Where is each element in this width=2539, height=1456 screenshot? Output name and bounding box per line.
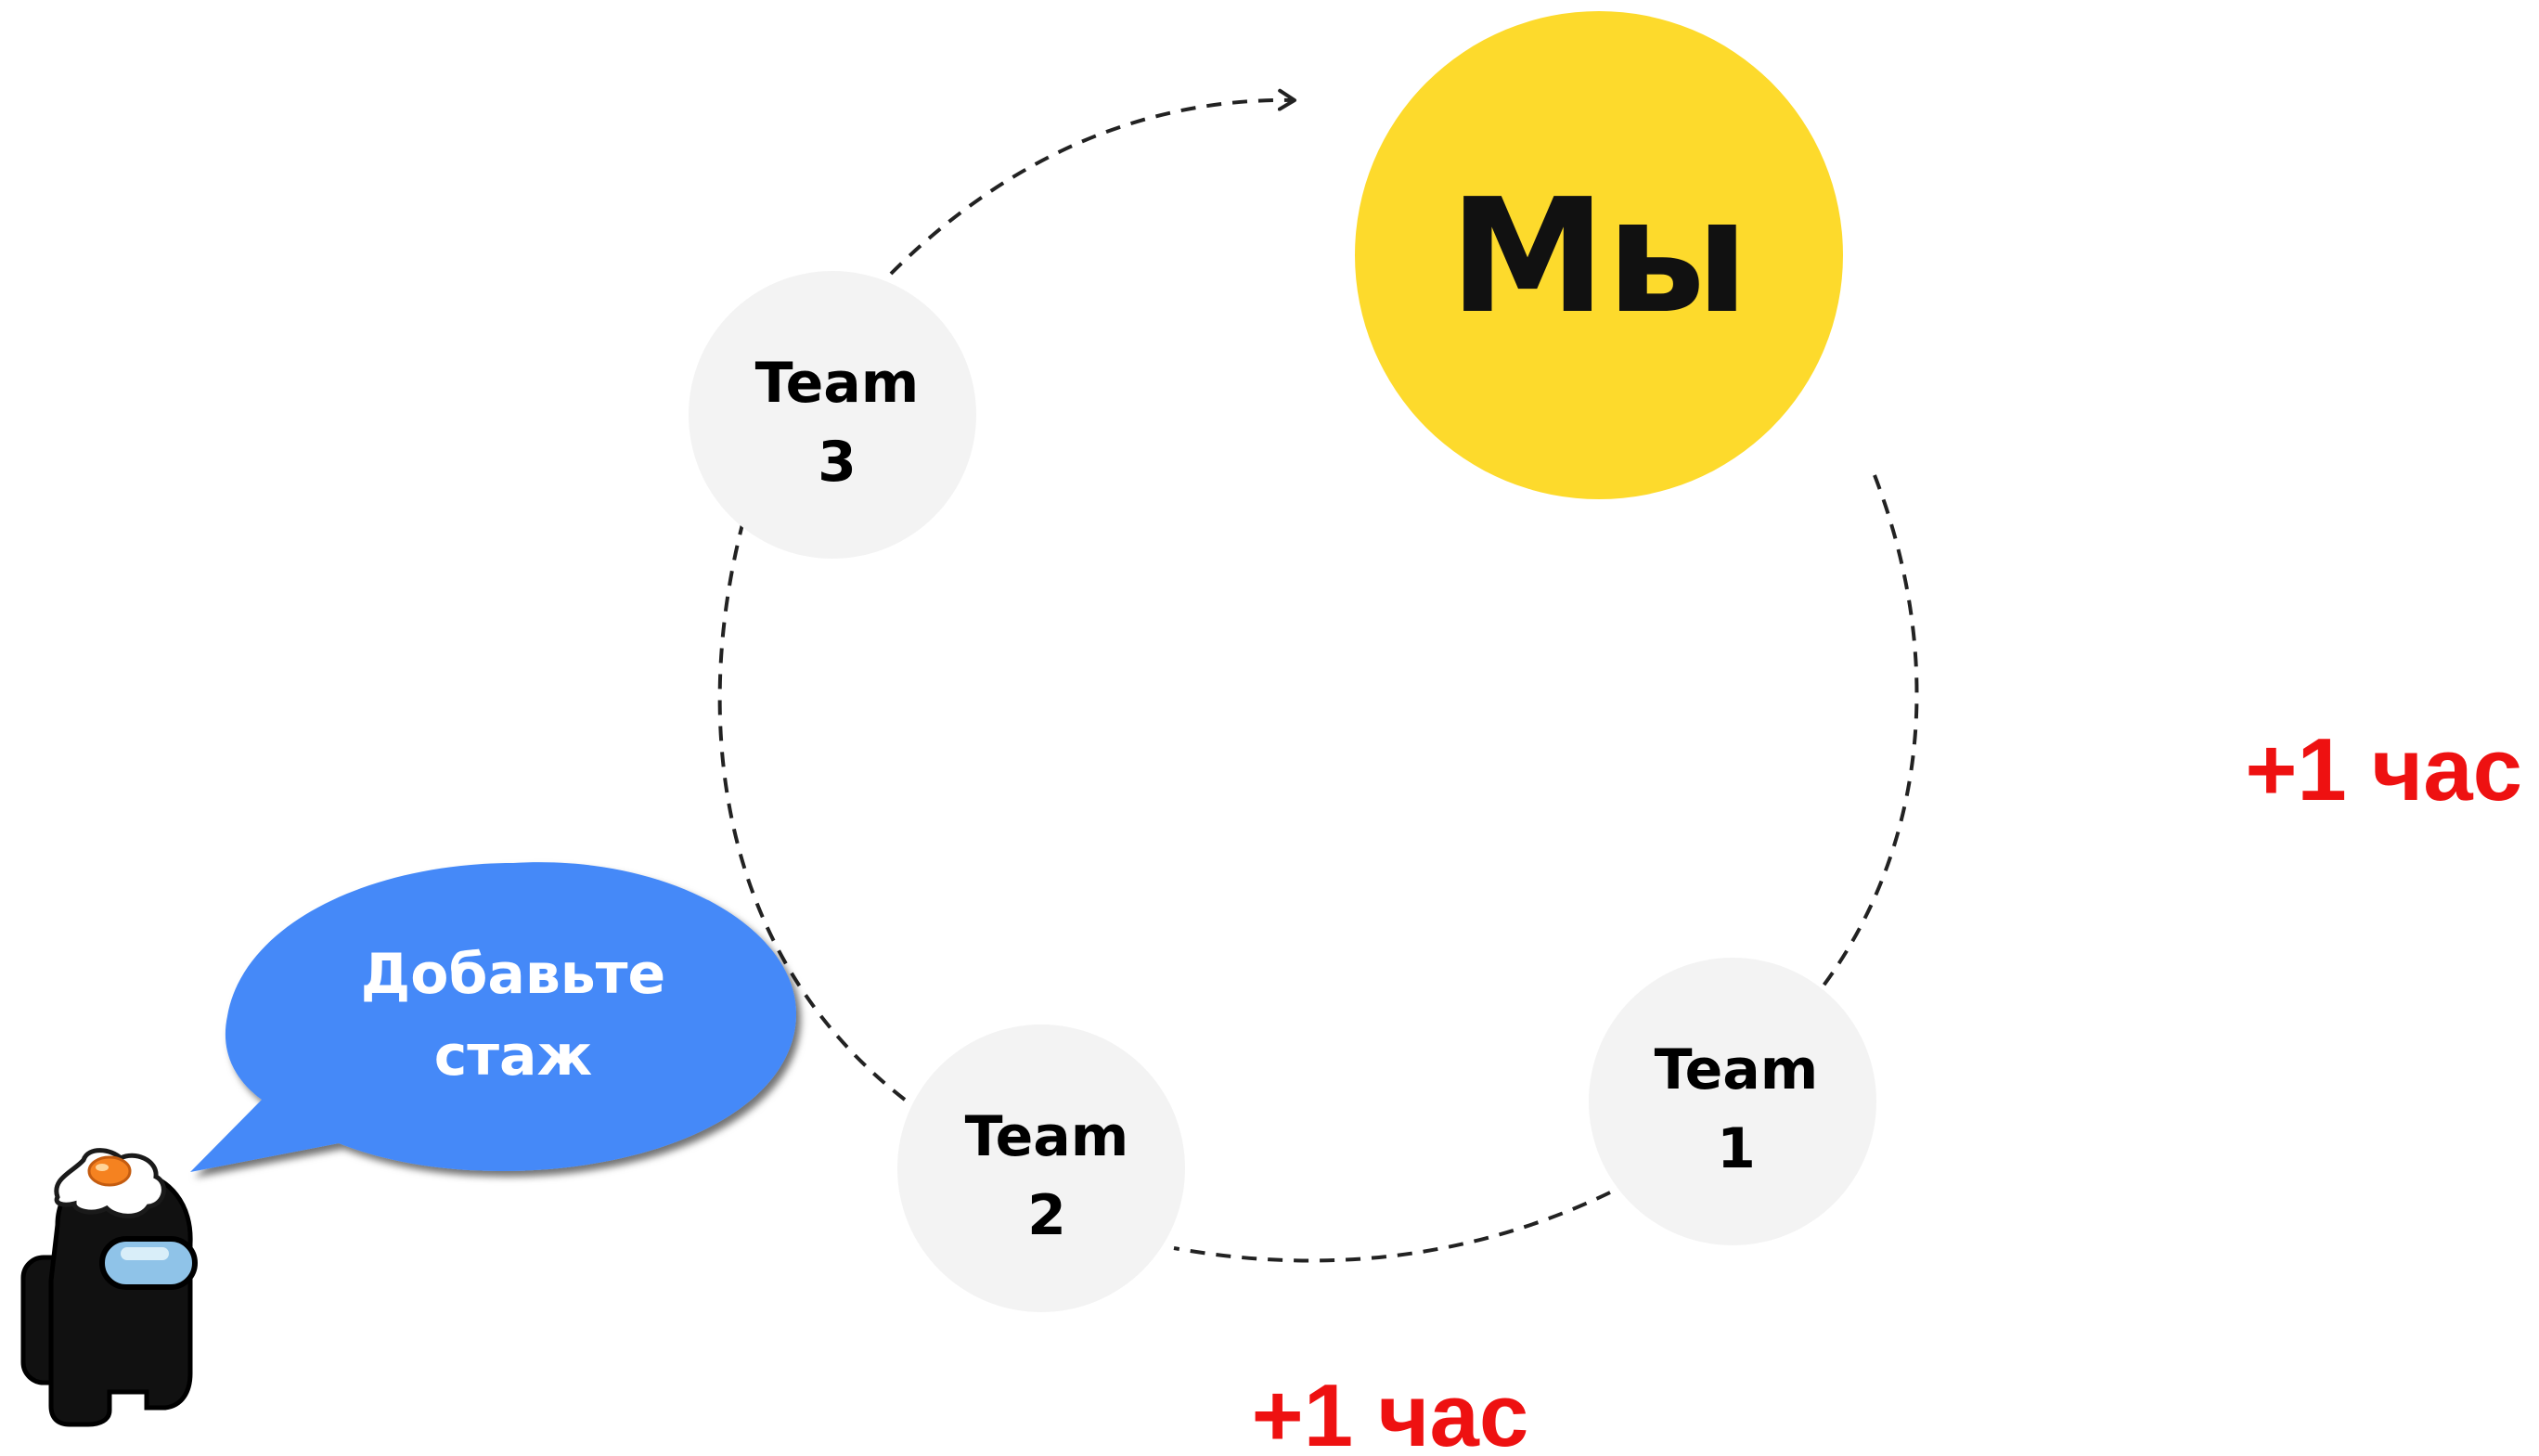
crewmate-visor-shine [121, 1247, 169, 1260]
egg-yolk-shine [96, 1164, 109, 1171]
team-node-3: Team 3 [689, 271, 976, 559]
team-node-3-label-line2: 3 [818, 430, 857, 495]
time-label-right: +1 час [2245, 720, 2522, 819]
main-node-circle [1355, 11, 1843, 499]
team-node-3-label-line1: Team [755, 351, 920, 416]
speech-bubble [190, 862, 796, 1172]
crewmate-visor [99, 1236, 198, 1290]
time-label-bottom: +1 час [1252, 1366, 1529, 1456]
main-node: Мы [1355, 11, 1843, 499]
team-node-3-circle [689, 271, 976, 559]
team-node-2-circle [897, 1024, 1185, 1312]
cycle-arrows [717, 88, 1919, 1263]
team-node-1-circle [1589, 958, 1876, 1245]
team-node-1-label-line2: 1 [1717, 1116, 1756, 1181]
team-node-2-label-line1: Team [965, 1104, 1129, 1169]
team-node-1-label-line1: Team [1655, 1037, 1819, 1102]
egg-yolk [87, 1155, 132, 1187]
arc-main-to-team1 [1822, 474, 1919, 987]
main-node-label: Мы [1450, 165, 1749, 349]
team-node-2: Team 2 [897, 1024, 1185, 1312]
team-node-1: Team 1 [1589, 958, 1876, 1245]
team-node-2-label-line2: 2 [1027, 1183, 1066, 1248]
arc-team2-to-team3 [717, 523, 907, 1102]
crewmate-with-fried-egg-hat-icon [20, 1148, 198, 1427]
speech-bubble-text-line2: стаж [434, 1024, 593, 1089]
arc-team3-to-main [889, 88, 1296, 276]
speech-bubble-shape [190, 862, 796, 1172]
arc-team1-to-team2 [1173, 1191, 1611, 1263]
speech-bubble-text-line1: Добавьте [361, 942, 665, 1007]
